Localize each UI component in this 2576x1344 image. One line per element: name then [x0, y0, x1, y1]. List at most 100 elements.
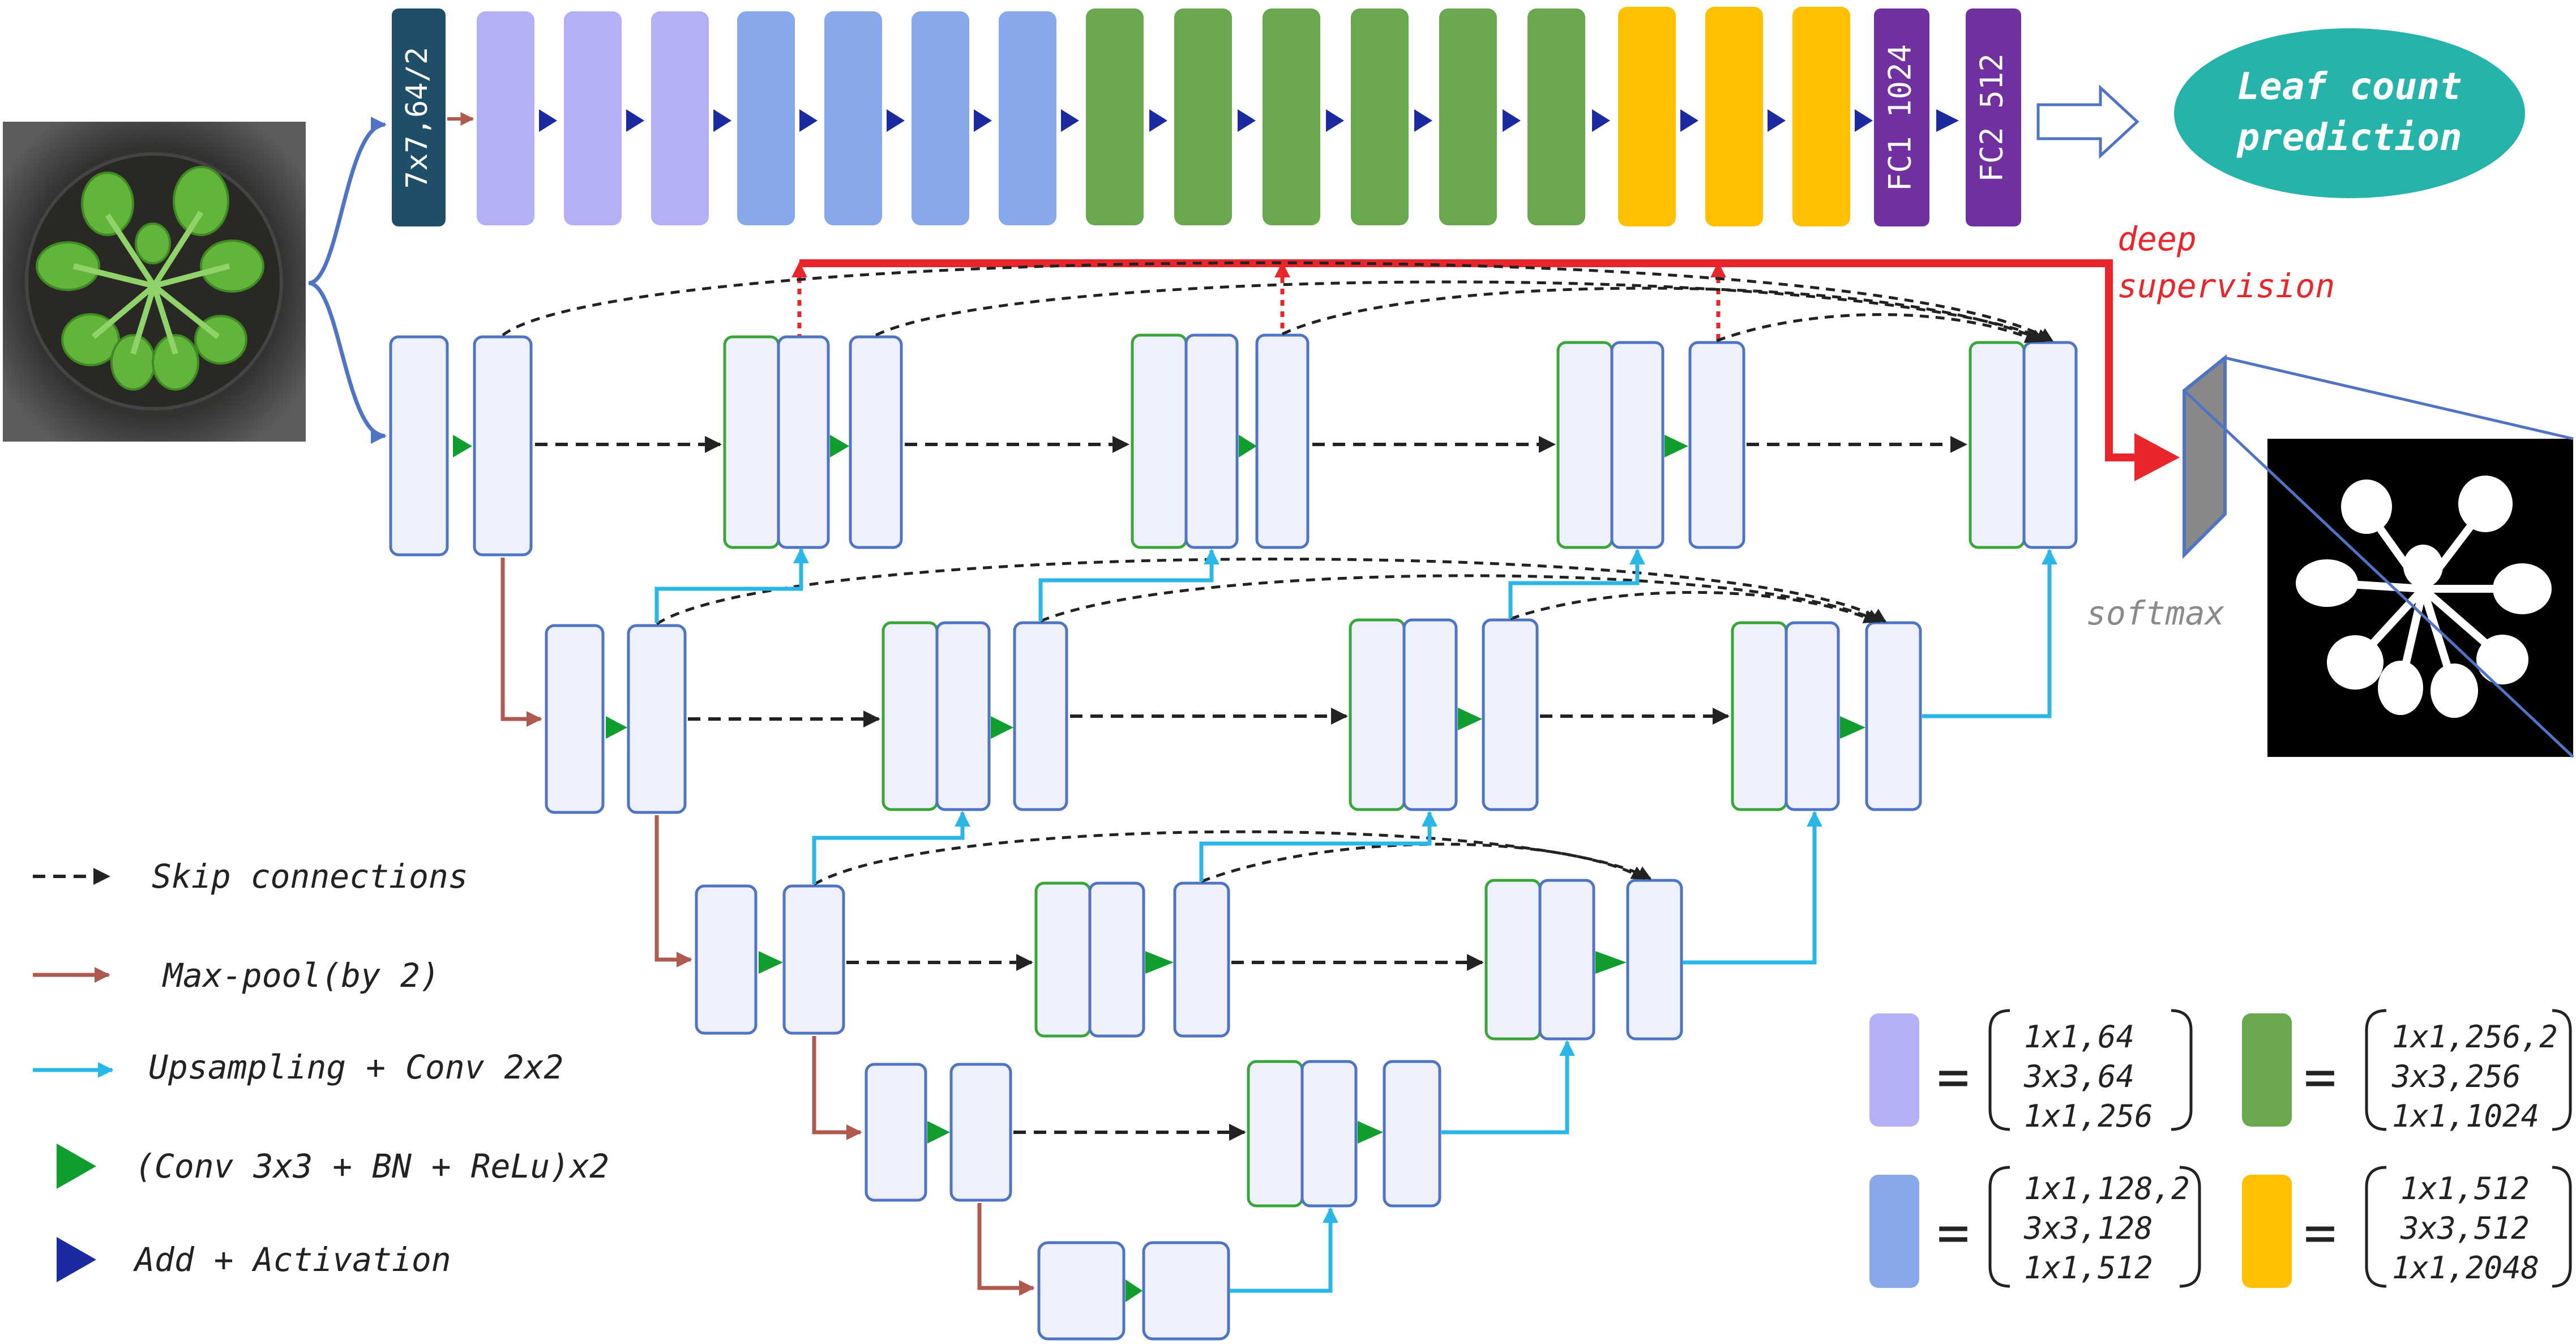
key-swatch-green	[2242, 1013, 2292, 1127]
conv-marker	[1664, 435, 1688, 457]
key-blue-line2: 3x3,128	[2023, 1210, 2153, 1246]
unet-node-x21-b	[1173, 881, 1230, 1038]
add-activation-marker	[713, 109, 731, 132]
legend-add-triangle	[57, 1237, 96, 1282]
softmax-feature-map	[2183, 354, 2227, 559]
key-green-line3: 1x1,1024	[2392, 1098, 2539, 1134]
segmentation-output: softmax	[2086, 354, 2574, 758]
add-activation-marker	[799, 109, 818, 132]
leaf-count-output-line2: prediction	[2236, 115, 2462, 159]
key-equals-green: =	[2304, 1045, 2337, 1108]
unet-node-x04-concat	[1969, 341, 2026, 549]
residual-block-blue	[999, 11, 1056, 225]
fc1-block	[1874, 8, 1929, 226]
key-blue-line1: 1x1,128,2	[2024, 1171, 2190, 1206]
key-equals-blue: =	[1937, 1201, 1970, 1264]
horizontal-skip-arrows	[535, 436, 1967, 1141]
add-activation-marker	[1061, 109, 1079, 132]
add-activation-marker	[1768, 109, 1786, 132]
upsampling-arrows	[654, 547, 2057, 1293]
resnet-encoder-row: 7x7,64/2 FC1 1024	[392, 7, 2525, 226]
key-paren-left-green	[2365, 1009, 2387, 1131]
unet-node-x22-b	[1626, 879, 1683, 1041]
key-green-line1: 1x1,256,2	[2392, 1019, 2558, 1055]
residual-block-lavender	[651, 11, 709, 225]
residual-block-green	[1439, 8, 1497, 225]
add-activation-marker	[974, 109, 992, 132]
unet-node-x11-b	[1013, 621, 1068, 811]
conv-marker	[1595, 951, 1627, 974]
stem-conv-block	[392, 8, 446, 226]
key-paren-left-lavender	[1988, 1009, 2010, 1131]
conv-marker	[759, 951, 783, 974]
add-activation-marker	[1326, 109, 1344, 132]
key-yellow-line1: 1x1,512	[2400, 1171, 2530, 1206]
deep-supervision-arrowhead	[2134, 433, 2180, 481]
lavender-residual-block-group	[477, 11, 709, 225]
unet-node-x01-concat	[723, 335, 780, 549]
legend-upsampling-label: Upsampling + Conv 2x2	[148, 1048, 563, 1086]
unet-node-x03-b	[1688, 341, 1745, 549]
key-lavender-line3: 1x1,256	[2024, 1098, 2153, 1134]
unet-node-x30-a	[865, 1063, 927, 1202]
unet-node-x40-b	[1142, 1241, 1230, 1341]
legend: Skip connections Max-pool(by 2) Upsampli…	[33, 857, 609, 1282]
unet-node-x20-a	[695, 884, 758, 1035]
conv-marker	[1126, 1279, 1142, 1302]
block-key: = 1x1,64 3x3,64 1x1,256 = 1x1,256,2 3x3,…	[1869, 1009, 2572, 1288]
unet-node-x02-a	[1184, 333, 1239, 549]
add-activation-marker	[887, 109, 905, 132]
unet-node-x13-concat	[1731, 621, 1788, 811]
unet-node-x01-a	[777, 335, 830, 549]
unet-node-x31-b	[1383, 1060, 1441, 1208]
unet-node-x10-a	[545, 624, 605, 814]
legend-conv-triangle	[57, 1144, 96, 1189]
softmax-label: softmax	[2086, 594, 2225, 632]
unet-node-x00-b	[473, 335, 533, 557]
unet-node-x10-b	[627, 624, 687, 814]
key-lavender-line1: 1x1,64	[2024, 1019, 2134, 1055]
key-green-line2: 3x3,256	[2391, 1059, 2521, 1094]
fc-layer-group: FC1 1024 FC2 512	[1874, 8, 2021, 226]
key-equals-lavender: =	[1937, 1045, 1970, 1108]
key-paren-left-yellow	[2365, 1166, 2387, 1288]
residual-block-green	[1527, 8, 1585, 225]
key-swatch-yellow	[2242, 1175, 2292, 1288]
unet-node-x12-concat	[1349, 618, 1406, 811]
leaf-count-output-ellipse	[2174, 28, 2525, 198]
unet-node-x00-a	[389, 335, 449, 557]
residual-block-yellow	[1792, 7, 1850, 226]
blue-residual-block-group	[737, 11, 1056, 225]
add-activation-marker	[1592, 109, 1610, 132]
residual-block-blue	[737, 11, 795, 225]
fc2-block	[1966, 8, 2021, 226]
output-hollow-arrow	[2036, 84, 2139, 159]
unet-node-x11-a	[935, 621, 991, 811]
unet-node-x22-a	[1538, 879, 1595, 1041]
unet-node-x04-a	[2022, 341, 2078, 549]
unet-node-x11-concat	[882, 621, 939, 811]
key-swatch-blue	[1869, 1175, 1919, 1288]
unet-node-x03-a	[1610, 341, 1664, 549]
unet-node-x13-b	[1865, 621, 1922, 811]
key-yellow-line2: 3x3,512	[2400, 1210, 2530, 1246]
fc1-label: FC1 1024	[1882, 44, 1918, 191]
green-residual-block-group	[1086, 8, 1585, 225]
unet-node-x40-a	[1037, 1241, 1126, 1341]
key-paren-right-lavender	[2171, 1009, 2193, 1131]
stem-conv-label: 7x7,64/2	[400, 47, 434, 189]
conv-marker	[606, 716, 627, 739]
residual-block-blue	[912, 11, 969, 225]
unet-node-x03-concat	[1556, 341, 1614, 549]
input-split-arrows	[308, 117, 387, 444]
conv-marker	[1239, 435, 1257, 457]
key-paren-left-blue	[1988, 1166, 2010, 1288]
deep-supervision-label-line2: supervision	[2117, 267, 2335, 305]
unet-node-x21-a	[1088, 881, 1145, 1038]
add-activation-marker	[539, 109, 557, 132]
legend-maxpool-label: Max-pool(by 2)	[162, 956, 440, 995]
unet-node-x12-a	[1402, 618, 1458, 811]
unet-node-x31-concat	[1247, 1060, 1304, 1208]
